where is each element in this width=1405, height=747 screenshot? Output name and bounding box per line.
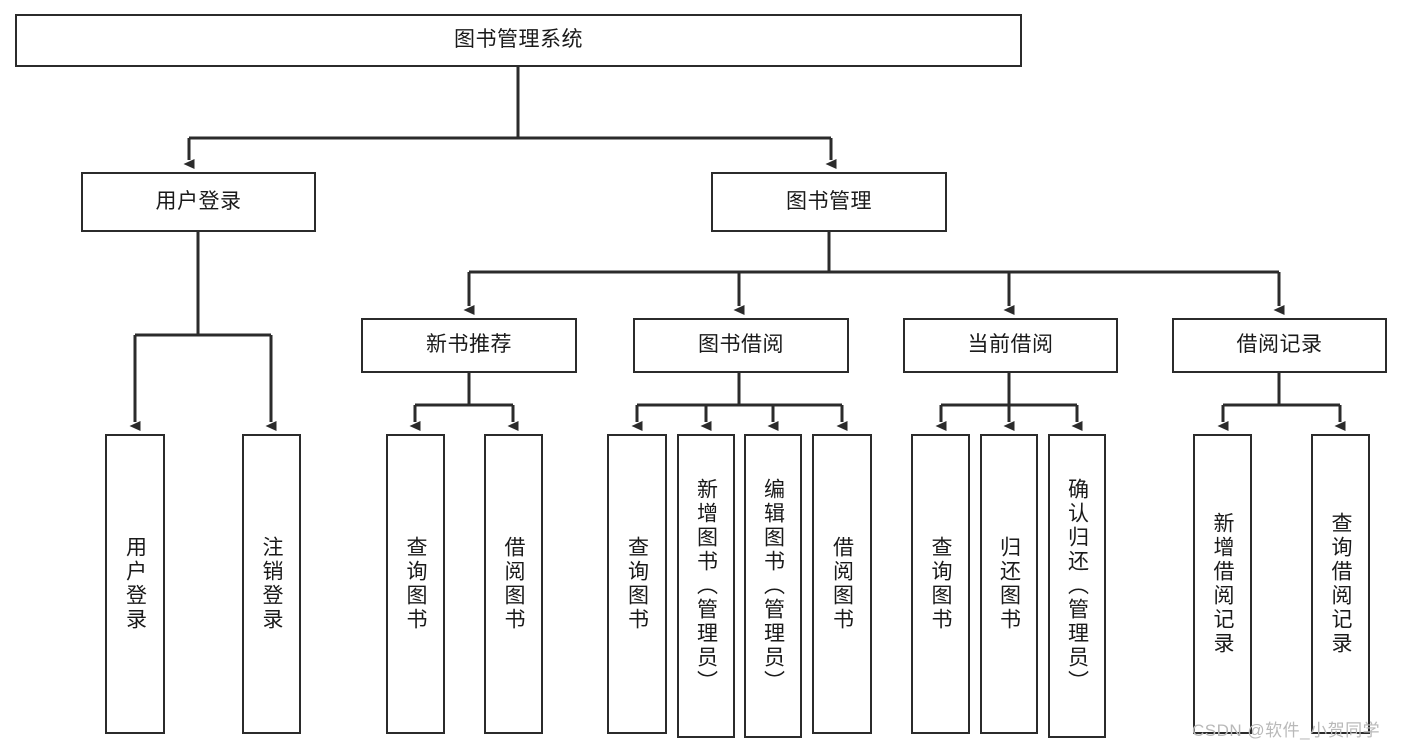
node-new-book-recommend[interactable]: 新书推荐 (361, 318, 577, 373)
node-label: 查询借阅记录 (1329, 512, 1352, 656)
leaf-record-add-record[interactable]: 新增借阅记录 (1193, 434, 1252, 734)
node-label: 图书借阅 (698, 333, 784, 357)
node-label: 新增图书（管理员） (694, 478, 718, 694)
node-label: 图书管理系统 (454, 28, 583, 52)
leaf-user-login-signin[interactable]: 用户登录 (105, 434, 165, 734)
leaf-record-query-record[interactable]: 查询借阅记录 (1311, 434, 1370, 734)
node-label: 图书管理 (786, 189, 872, 213)
node-borrow-record[interactable]: 借阅记录 (1172, 318, 1387, 373)
node-label: 用户登录 (123, 536, 147, 632)
leaf-current-return-book[interactable]: 归还图书 (980, 434, 1038, 734)
node-label: 编辑图书（管理员） (761, 478, 785, 694)
leaf-current-query-book[interactable]: 查询图书 (911, 434, 970, 734)
node-label: 查询图书 (404, 536, 427, 632)
node-label: 当前借阅 (967, 333, 1054, 357)
node-label: 注销登录 (260, 536, 283, 632)
watermark-text: CSDN @软件_小贺同学 (1192, 721, 1381, 740)
leaf-current-confirm-return-admin[interactable]: 确认归还（管理员） (1048, 434, 1106, 738)
node-book-borrow[interactable]: 图书借阅 (633, 318, 849, 373)
node-label: 确认归还（管理员） (1065, 478, 1089, 694)
node-label: 查询图书 (929, 536, 952, 632)
node-label: 用户登录 (155, 189, 242, 213)
leaf-borrow-add-book-admin[interactable]: 新增图书（管理员） (677, 434, 735, 738)
leaf-recommend-query-book[interactable]: 查询图书 (386, 434, 445, 734)
node-label: 借阅记录 (1236, 333, 1323, 357)
leaf-borrow-borrow-book[interactable]: 借阅图书 (812, 434, 872, 734)
leaf-recommend-borrow-book[interactable]: 借阅图书 (484, 434, 543, 734)
leaf-borrow-edit-book-admin[interactable]: 编辑图书（管理员） (744, 434, 802, 738)
leaf-user-login-signout[interactable]: 注销登录 (242, 434, 301, 734)
node-label: 借阅图书 (502, 536, 525, 632)
node-book-management[interactable]: 图书管理 (711, 172, 947, 232)
node-user-login[interactable]: 用户登录 (81, 172, 316, 232)
node-label: 查询图书 (625, 536, 649, 632)
node-label: 归还图书 (997, 536, 1021, 632)
node-label: 借阅图书 (830, 536, 854, 632)
node-root[interactable]: 图书管理系统 (15, 14, 1022, 67)
leaf-borrow-query-book[interactable]: 查询图书 (607, 434, 667, 734)
node-current-borrow[interactable]: 当前借阅 (903, 318, 1118, 373)
node-label: 新增借阅记录 (1211, 512, 1234, 656)
node-label: 新书推荐 (426, 333, 512, 357)
